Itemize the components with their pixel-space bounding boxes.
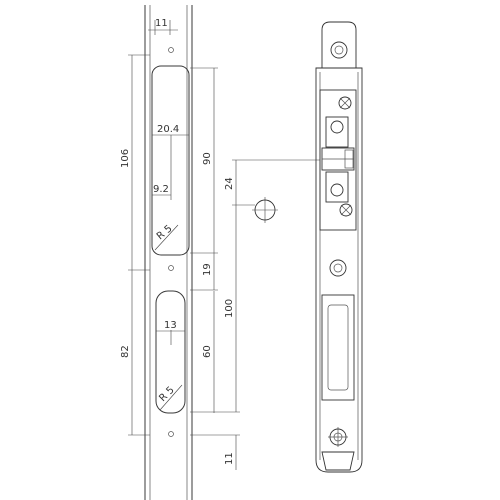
dim-20-4: 20.4 (157, 124, 179, 135)
roller-block-bottom (325, 171, 349, 203)
screw-2-icon (339, 203, 353, 217)
keeper-part (315, 21, 363, 473)
dim-24: 24 (224, 177, 235, 190)
dim-19: 19 (202, 263, 213, 276)
dim-82: 82 (120, 345, 131, 358)
screw-hole-top (168, 47, 174, 53)
screw-hole-bottom (168, 431, 174, 437)
screw-1-icon (338, 96, 352, 110)
middle-mount-hole (329, 259, 347, 277)
strike-dimensions: 11 106 90 20.4 9.2 R 5 24 19 100 (120, 18, 320, 470)
dim-r5-bottom: R 5 (157, 385, 176, 404)
roller-block-top (325, 116, 349, 148)
lower-slot (155, 290, 186, 414)
top-mount-hole (330, 41, 348, 59)
upper-slot (151, 65, 190, 256)
dim-13: 13 (164, 320, 177, 331)
dim-106: 106 (120, 149, 131, 168)
strike-plate (144, 5, 193, 500)
screw-hole-middle (168, 265, 174, 271)
dim-11-bottom: 11 (224, 452, 235, 465)
dim-9-2: 9.2 (153, 184, 169, 195)
dim-90: 90 (202, 152, 213, 165)
dim-11-top: 11 (155, 18, 168, 29)
dim-100: 100 (224, 299, 235, 318)
lower-window (321, 294, 355, 401)
dim-60: 60 (202, 345, 213, 358)
mechanism-housing (319, 89, 357, 231)
dim-r5-top: R 5 (155, 223, 175, 242)
roller-symbol (252, 197, 278, 223)
